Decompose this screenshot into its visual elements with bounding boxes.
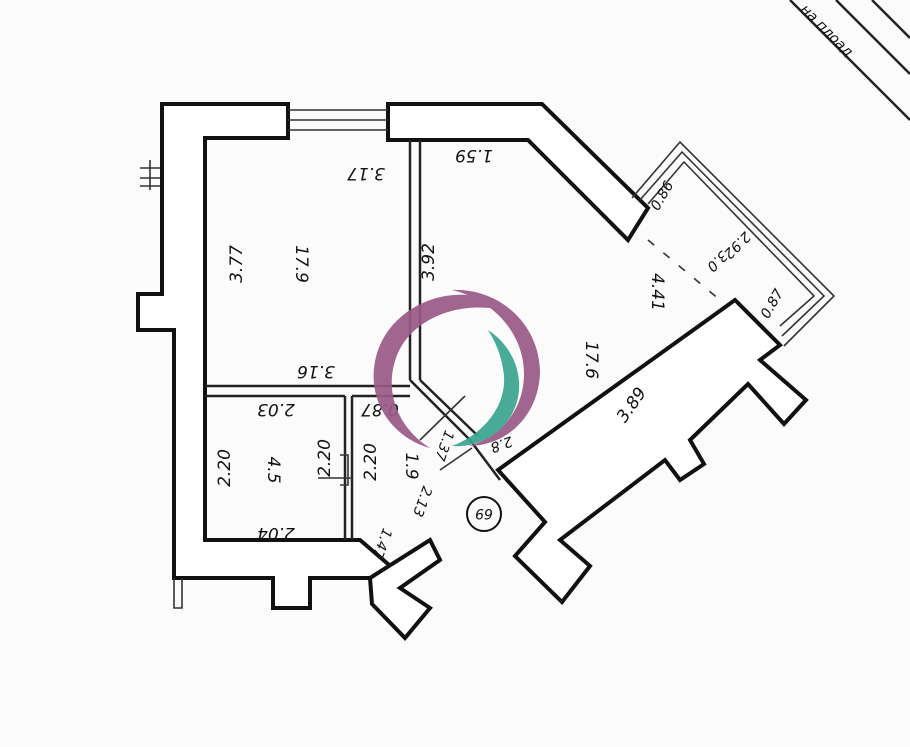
apartment-number: 69 (475, 505, 493, 521)
dim-hall-a: 1.37 (431, 428, 457, 463)
dim-bath-left: 2.20 (215, 449, 235, 487)
dim-bath-top: 2.03 (257, 399, 295, 419)
dim-kitchen-diag: 4.41 (647, 273, 667, 311)
exterior-walls (136, 102, 809, 641)
dim-bath-bottom: 2.04 (257, 523, 295, 543)
watermark-swirl-logo (373, 289, 540, 448)
apartment-number-badge: 69 (466, 496, 502, 532)
area-kitchen: 17.6 (581, 341, 601, 379)
dim-balcony-top: 0.86 (648, 178, 677, 213)
dim-living-right: 3.92 (419, 243, 439, 281)
dim-balcony-right: 0.87 (758, 286, 787, 321)
dim-living-bottom: 3.16 (297, 361, 335, 381)
dim-living-top: 3.17 (347, 163, 385, 183)
area-wc: 1.9 (401, 452, 421, 479)
dim-wc-left: 2.20 (361, 443, 381, 481)
dim-kitchen-top: 1.59 (455, 145, 493, 165)
interior-walls (205, 140, 501, 540)
area-bath: 4.5 (263, 456, 283, 483)
door-swings (419, 395, 473, 471)
area-living: 17.9 (291, 245, 311, 283)
balcony (631, 140, 836, 347)
dim-hall-d: 1.47 (369, 526, 395, 561)
dim-bath-right: 2.20 (315, 439, 335, 477)
corner-stamp: на плоад (789, 0, 910, 121)
dim-hall-b: 2.13 (409, 484, 435, 519)
dimension-labels: 3.17 3.77 3.16 3.92 17.9 1.59 4.41 3.89 … (215, 145, 787, 561)
dim-living-left: 3.77 (227, 245, 247, 283)
